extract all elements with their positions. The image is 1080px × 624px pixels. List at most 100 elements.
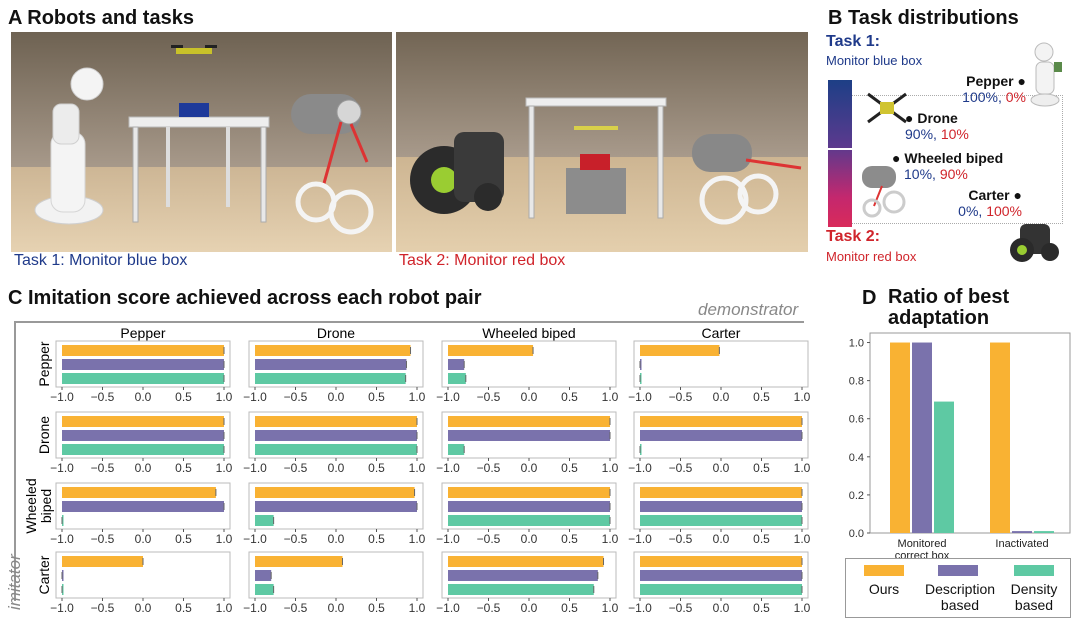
x-tick-label: −1.0 bbox=[243, 601, 267, 615]
bar-density-based bbox=[255, 515, 274, 526]
drone-task1-pct: 90%, bbox=[905, 126, 937, 142]
pepper-dist-name: Pepper bbox=[966, 73, 1014, 89]
row-label-line: Carter bbox=[36, 555, 52, 594]
legend-ours-text: Ours bbox=[868, 581, 900, 597]
x-tick-label: 0.5 bbox=[175, 390, 192, 404]
panel-a-title: A Robots and tasks bbox=[8, 7, 194, 29]
x-tick-label: 1.0 bbox=[409, 532, 426, 546]
x-tick-label: 1.0 bbox=[216, 390, 233, 404]
x-tick-label: 1.0 bbox=[216, 532, 233, 546]
x-tick-label: −0.5 bbox=[669, 461, 693, 475]
legend-label-density: Density based bbox=[1002, 581, 1066, 613]
demonstrator-label: demonstrator bbox=[698, 300, 799, 319]
y-tick-label: 0.6 bbox=[849, 414, 864, 426]
bar-density-based bbox=[255, 444, 417, 455]
column-label-pepper: Pepper bbox=[120, 325, 165, 341]
bar-density-based bbox=[448, 373, 466, 384]
task2-heading: Task 2: bbox=[826, 228, 880, 245]
panel-b-title: B Task distributions bbox=[828, 7, 1019, 29]
x-tick-label: 0.0 bbox=[713, 461, 730, 475]
carter-task1-pct: 0%, bbox=[958, 203, 983, 219]
bar-description-based bbox=[62, 570, 64, 581]
x-tick-label: −0.5 bbox=[91, 532, 115, 546]
x-tick-label: −1.0 bbox=[628, 390, 652, 404]
y-tick-label: 0.2 bbox=[849, 490, 864, 502]
x-tick-label: −1.0 bbox=[628, 601, 652, 615]
y-tick-label: 0.0 bbox=[849, 528, 864, 540]
bar-description-based bbox=[255, 430, 417, 441]
x-tick-label: −0.5 bbox=[669, 532, 693, 546]
x-tick-label: −1.0 bbox=[436, 532, 460, 546]
pepper-dist-dot: ● bbox=[1017, 73, 1026, 89]
x-tick-label: 0.0 bbox=[135, 461, 152, 475]
x-tick-label: 0.5 bbox=[753, 390, 770, 404]
x-category-label: correct box bbox=[895, 550, 950, 561]
x-tick-label: 1.0 bbox=[216, 461, 233, 475]
pepper-dist-item: Pepper ● 100%, 0% bbox=[940, 73, 1026, 105]
row-label-drone: Drone bbox=[36, 416, 52, 454]
bar-ours bbox=[640, 345, 720, 356]
bar-density-based-inactivated bbox=[1034, 531, 1054, 533]
bar-ours bbox=[255, 345, 411, 356]
carter-task2-pct: 100% bbox=[986, 203, 1022, 219]
bar-density-based bbox=[62, 444, 224, 455]
x-category-label: Inactivated bbox=[995, 538, 1048, 550]
x-tick-label: 0.0 bbox=[521, 390, 538, 404]
bar-ours-inactivated bbox=[990, 342, 1010, 533]
panel-c-title: C Imitation score achieved across each r… bbox=[8, 287, 482, 309]
carter-dist-name: Carter bbox=[968, 187, 1010, 203]
bar-density-based-monitored-correct-box bbox=[934, 401, 954, 533]
bar-description-based bbox=[640, 359, 642, 370]
legend-swatch-description bbox=[938, 565, 978, 576]
bar-density-based bbox=[640, 584, 802, 595]
bar-ours bbox=[640, 416, 802, 427]
wheeled-biped-thumbnail bbox=[862, 166, 906, 218]
x-category-label: Monitored bbox=[898, 538, 947, 550]
wheeled-biped-dist-name: Wheeled biped bbox=[904, 150, 1004, 166]
x-tick-label: 0.5 bbox=[368, 390, 385, 404]
bar-density-based bbox=[62, 373, 224, 384]
x-tick-label: −1.0 bbox=[50, 390, 74, 404]
x-tick-label: −1.0 bbox=[50, 532, 74, 546]
bar-description-based bbox=[448, 570, 598, 581]
x-tick-label: −1.0 bbox=[436, 601, 460, 615]
column-label-wheeled-biped: Wheeled biped bbox=[482, 325, 575, 341]
x-tick-label: −0.5 bbox=[284, 532, 308, 546]
bar-description-based bbox=[640, 501, 802, 512]
x-tick-label: 1.0 bbox=[409, 461, 426, 475]
demonstrator-axis-line bbox=[14, 321, 804, 323]
wheeled-biped-dist-item: ● Wheeled biped 10%, 90% bbox=[892, 150, 1003, 182]
imitator-axis-line bbox=[14, 321, 16, 601]
x-tick-label: 0.0 bbox=[135, 390, 152, 404]
x-tick-label: 0.0 bbox=[713, 390, 730, 404]
gradient-bar-divider bbox=[828, 148, 852, 150]
bar-description-based bbox=[62, 501, 224, 512]
bar-description-based bbox=[448, 430, 610, 441]
x-tick-label: 1.0 bbox=[794, 461, 811, 475]
bar-description-based bbox=[62, 430, 224, 441]
bar-density-based bbox=[640, 373, 642, 384]
x-tick-label: −0.5 bbox=[669, 390, 693, 404]
bar-ours bbox=[255, 556, 343, 567]
bar-density-based bbox=[640, 515, 802, 526]
x-tick-label: 0.5 bbox=[753, 532, 770, 546]
x-tick-label: −0.5 bbox=[669, 601, 693, 615]
x-tick-label: 0.5 bbox=[753, 461, 770, 475]
x-tick-label: 0.5 bbox=[753, 601, 770, 615]
x-tick-label: 0.0 bbox=[328, 390, 345, 404]
drone-dist-name: Drone bbox=[917, 110, 958, 126]
carter-thumbnail bbox=[1010, 224, 1059, 262]
distribution-frame bbox=[852, 95, 1063, 224]
task2-robots-photo bbox=[396, 32, 808, 252]
carter-dist-item: Carter ● 0%, 100% bbox=[930, 187, 1022, 219]
bar-ours bbox=[448, 345, 534, 356]
x-tick-label: −0.5 bbox=[91, 601, 115, 615]
x-tick-label: 0.5 bbox=[368, 601, 385, 615]
legend-density-line2: based bbox=[1014, 597, 1054, 613]
x-tick-label: −0.5 bbox=[284, 601, 308, 615]
bar-description-based bbox=[255, 501, 417, 512]
bar-description-based bbox=[62, 359, 224, 370]
x-tick-label: 0.5 bbox=[561, 601, 578, 615]
x-tick-label: 1.0 bbox=[794, 390, 811, 404]
